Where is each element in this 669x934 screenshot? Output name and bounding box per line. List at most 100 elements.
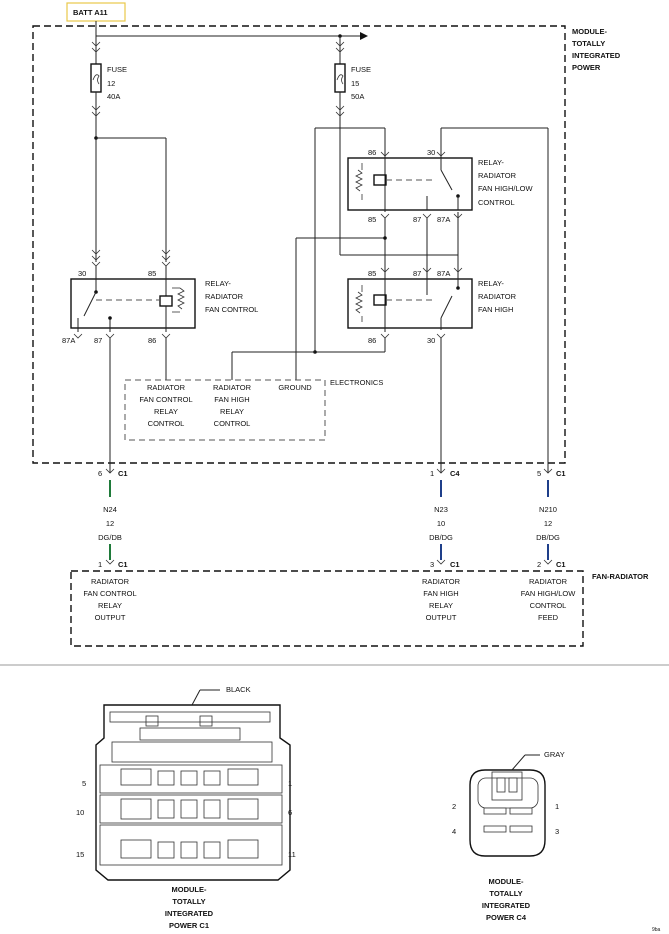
electronics-fan-high-relay-control: RADIATOR FAN HIGH RELAY CONTROL — [213, 383, 252, 428]
svg-text:RADIATOR: RADIATOR — [205, 292, 244, 301]
relay-c-pin-85: 85 — [148, 269, 156, 278]
svg-text:DG/DB: DG/DB — [98, 533, 122, 542]
fuse-12 — [90, 63, 102, 93]
relay-hl-label: RELAY- RADIATOR FAN HIGH/LOW CONTROL — [478, 158, 534, 207]
svg-text:RELAY-: RELAY- — [205, 279, 231, 288]
c4-pin-3: 3 — [555, 827, 559, 836]
svg-text:TOTALLY: TOTALLY — [172, 897, 205, 906]
c1-pin-11: 11 — [288, 850, 296, 859]
relay-c-pin-87a: 87A — [62, 336, 75, 345]
c1-pin-5: 5 — [82, 779, 86, 788]
svg-text:RADIATOR: RADIATOR — [422, 577, 461, 586]
svg-text:OUTPUT: OUTPUT — [426, 613, 457, 622]
svg-text:C1: C1 — [556, 560, 566, 569]
svg-text:CONTROL: CONTROL — [478, 198, 515, 207]
connector-c1 — [95, 704, 291, 881]
electronics-label: ELECTRONICS — [330, 378, 383, 387]
c1-caption: MODULE- TOTALLY INTEGRATED POWER C1 — [165, 885, 214, 930]
wire-n23: 1 C4 N23 10 DB/DG 3 C1 — [429, 468, 460, 569]
fuse-15-amp: 50A — [351, 92, 364, 101]
relay-hl-pin-85: 85 — [368, 215, 376, 224]
svg-text:GROUND: GROUND — [278, 383, 312, 392]
svg-text:RELAY: RELAY — [220, 407, 244, 416]
svg-text:RELAY: RELAY — [154, 407, 178, 416]
svg-text:FAN HIGH: FAN HIGH — [214, 395, 249, 404]
svg-text:FAN CONTROL: FAN CONTROL — [83, 589, 136, 598]
svg-text:MODULE-: MODULE- — [572, 27, 607, 36]
svg-text:N24: N24 — [103, 505, 117, 514]
svg-text:2: 2 — [537, 560, 541, 569]
relay-fan-high: 85 87 87A 86 30 — [347, 267, 473, 345]
c4-color-label: GRAY — [544, 750, 565, 759]
c1-pin-15: 15 — [76, 850, 84, 859]
svg-text:C1: C1 — [118, 560, 128, 569]
c1-pin-10: 10 — [76, 808, 84, 817]
relay-h-pin-86: 86 — [368, 336, 376, 345]
fuse-15-number: 15 — [351, 79, 359, 88]
relay-h-pin-85: 85 — [368, 269, 376, 278]
svg-text:RELAY: RELAY — [98, 601, 122, 610]
svg-text:1: 1 — [98, 560, 102, 569]
svg-text:DB/DG: DB/DG — [536, 533, 560, 542]
bus-arrow — [360, 32, 368, 40]
svg-text:POWER: POWER — [572, 63, 601, 72]
svg-text:TOTALLY: TOTALLY — [489, 889, 522, 898]
svg-text:RADIATOR: RADIATOR — [91, 577, 130, 586]
relay-c-pin-86: 86 — [148, 336, 156, 345]
svg-text:TOTALLY: TOTALLY — [572, 39, 605, 48]
relay-c-pin-30: 30 — [78, 269, 86, 278]
svg-text:CONTROL: CONTROL — [148, 419, 185, 428]
svg-text:N210: N210 — [539, 505, 557, 514]
svg-text:FAN CONTROL: FAN CONTROL — [205, 305, 258, 314]
fan-high-low-control-feed: RADIATOR FAN HIGH/LOW CONTROL FEED — [521, 577, 577, 622]
svg-text:INTEGRATED: INTEGRATED — [482, 901, 531, 910]
svg-text:1: 1 — [430, 469, 434, 478]
svg-text:RELAY-: RELAY- — [478, 158, 504, 167]
fuse-15-name: FUSE — [351, 65, 371, 74]
svg-text:INTEGRATED: INTEGRATED — [572, 51, 621, 60]
relay-h-pin-87a: 87A — [437, 269, 450, 278]
svg-text:N23: N23 — [434, 505, 448, 514]
c4-pin-2: 2 — [452, 802, 456, 811]
svg-text:5: 5 — [537, 469, 541, 478]
svg-text:C1: C1 — [118, 469, 128, 478]
c4-pin-4: 4 — [452, 827, 456, 836]
electronics-fan-control-relay-control: RADIATOR FAN CONTROL RELAY CONTROL — [139, 383, 192, 428]
svg-text:CONTROL: CONTROL — [214, 419, 251, 428]
relay-fan-high-low: 86 30 85 87 87A — [347, 148, 473, 224]
c4-pin-1: 1 — [555, 802, 559, 811]
svg-text:OUTPUT: OUTPUT — [95, 613, 126, 622]
svg-text:FAN HIGH/LOW: FAN HIGH/LOW — [478, 184, 534, 193]
svg-text:RADIATOR: RADIATOR — [529, 577, 568, 586]
svg-text:MODULE-: MODULE- — [489, 877, 524, 886]
svg-text:RELAY: RELAY — [429, 601, 453, 610]
fan-radiator-boundary — [70, 570, 584, 647]
fan-radiator-label: FAN-RADIATOR — [592, 572, 649, 581]
fuse-15 — [334, 63, 346, 93]
wire-n24: 6 C1 N24 12 DG/DB 1 C1 — [98, 468, 128, 569]
svg-text:FEED: FEED — [538, 613, 559, 622]
svg-text:C1: C1 — [556, 469, 566, 478]
svg-text:FAN HIGH: FAN HIGH — [478, 305, 513, 314]
relay-c-label: RELAY- RADIATOR FAN CONTROL — [205, 279, 258, 314]
svg-text:RADIATOR: RADIATOR — [213, 383, 252, 392]
svg-text:INTEGRATED: INTEGRATED — [165, 909, 214, 918]
svg-text:FAN CONTROL: FAN CONTROL — [139, 395, 192, 404]
svg-text:12: 12 — [106, 519, 114, 528]
connector-c4 — [469, 769, 546, 857]
svg-text:MODULE-: MODULE- — [172, 885, 207, 894]
relay-h-label: RELAY- RADIATOR FAN HIGH — [478, 279, 517, 314]
svg-text:RADIATOR: RADIATOR — [478, 171, 517, 180]
electronics-box — [124, 379, 326, 441]
relay-hl-pin-86: 86 — [368, 148, 376, 157]
black-leader — [191, 689, 201, 706]
electronics-ground: GROUND — [278, 383, 312, 392]
module-tip-label: MODULE- TOTALLY INTEGRATED POWER — [572, 27, 621, 72]
relay-hl-pin-87a: 87A — [437, 215, 450, 224]
relay-h-pin-30: 30 — [427, 336, 435, 345]
svg-text:C4: C4 — [450, 469, 460, 478]
svg-text:POWER C1: POWER C1 — [169, 921, 209, 930]
fuse-12-name: FUSE — [107, 65, 127, 74]
svg-text:C1: C1 — [450, 560, 460, 569]
svg-text:POWER C4: POWER C4 — [486, 913, 527, 922]
